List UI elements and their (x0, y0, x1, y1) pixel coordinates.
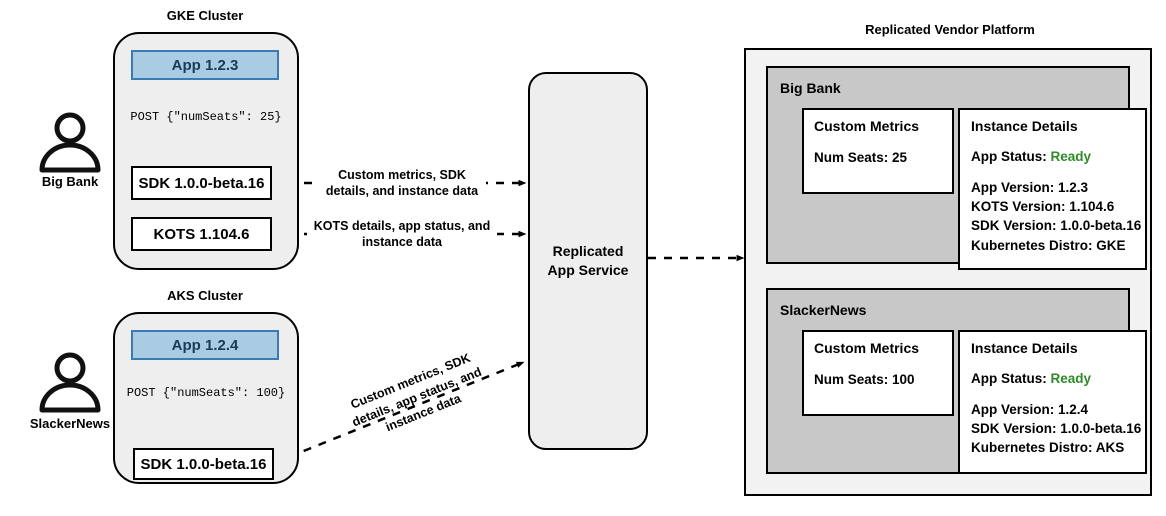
aks-sdk-box[interactable]: SDK 1.0.0-beta.16 (133, 448, 274, 480)
platform-title: Replicated Vendor Platform (865, 22, 1035, 37)
detail-row: Kubernetes Distro: GKE (971, 237, 1126, 253)
status-badge: Ready (1050, 149, 1092, 164)
custom-metrics-card: Custom Metrics Num Seats: 25 (802, 108, 954, 194)
edge-label-gke-kots: KOTS details, app status, and instance d… (307, 217, 497, 252)
gke-kots-box[interactable]: KOTS 1.104.6 (131, 217, 272, 251)
replicated-app-service-box[interactable]: Replicated App Service (528, 72, 648, 450)
detail-row: SDK Version: 1.0.0-beta.16 (971, 218, 1142, 234)
card-heading: Instance Details (971, 340, 1078, 356)
tenant-panel-slackernews: SlackerNews Custom Metrics Num Seats: 10… (766, 288, 1147, 474)
detail-row: Kubernetes Distro: AKS (971, 440, 1125, 456)
edge-label-line: details, and instance data (325, 184, 479, 199)
detail-row: App Version: 1.2.4 (971, 402, 1089, 418)
tenant-panel-big-bank: Big Bank Custom Metrics Num Seats: 25 In… (766, 66, 1147, 270)
edge-label-gke-sdk: Custom metrics, SDK details, and instanc… (318, 166, 486, 201)
status-badge: Ready (1050, 371, 1092, 386)
aks-app-box[interactable]: App 1.2.4 (131, 330, 279, 360)
detail-row: SDK Version: 1.0.0-beta.16 (971, 421, 1142, 437)
app-status-label: App Status: (971, 371, 1047, 386)
app-status-row: App Status: Ready (971, 369, 1134, 388)
card-heading: Custom Metrics (814, 340, 920, 356)
tenant-name: SlackerNews (780, 302, 867, 318)
metric-row: Num Seats: 25 (814, 150, 908, 165)
metric-row: Num Seats: 100 (814, 372, 915, 387)
detail-row: KOTS Version: 1.104.6 (971, 199, 1115, 215)
detail-row: App Version: 1.2.3 (971, 180, 1089, 196)
gke-app-box[interactable]: App 1.2.3 (131, 50, 279, 80)
card-heading: Custom Metrics (814, 118, 920, 134)
aks-post-label: POST {"numSeats": 100} (126, 386, 286, 400)
card-heading: Instance Details (971, 118, 1078, 134)
persona-label-slackernews: SlackerNews (29, 416, 111, 431)
instance-details-card: Instance Details App Status: Ready App V… (958, 108, 1147, 270)
custom-metrics-card: Custom Metrics Num Seats: 100 (802, 330, 954, 416)
gke-sdk-box[interactable]: SDK 1.0.0-beta.16 (131, 166, 272, 200)
aks-cluster-title: AKS Cluster (167, 288, 243, 303)
gke-cluster-title: GKE Cluster (166, 8, 244, 23)
app-status-label: App Status: (971, 149, 1047, 164)
service-label-line2: App Service (547, 262, 629, 278)
persona-label-big-bank: Big Bank (41, 174, 99, 189)
edge-aks-sdk-to-service (273, 360, 525, 465)
edge-label-line: Custom metrics, SDK (338, 168, 466, 182)
tenant-name: Big Bank (780, 80, 841, 96)
gke-post-label: POST {"numSeats": 25} (130, 110, 282, 124)
person-icon (30, 112, 110, 173)
person-icon (30, 352, 110, 413)
service-label-line1: Replicated (552, 243, 624, 260)
app-status-row: App Status: Ready (971, 147, 1134, 166)
edge-label-line: KOTS details, app status, and (313, 219, 491, 233)
instance-details-card: Instance Details App Status: Ready App V… (958, 330, 1147, 474)
edge-label-line: instance data (362, 235, 442, 250)
